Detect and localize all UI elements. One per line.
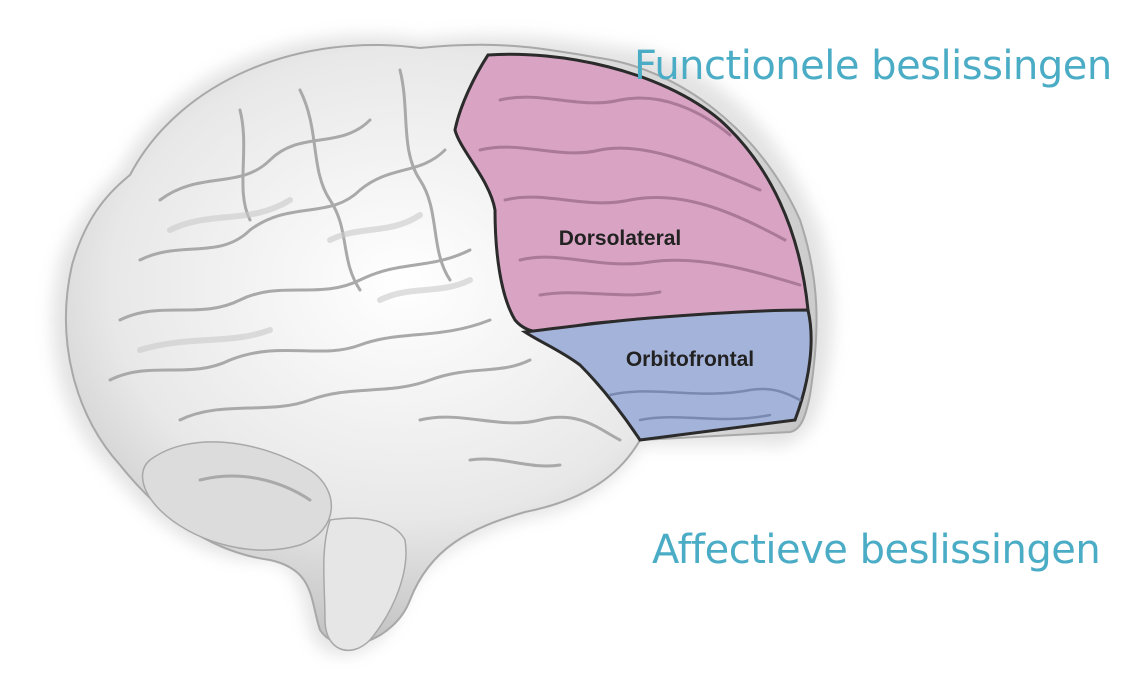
functional-decisions-caption: Functionele beslissingen <box>634 46 1112 86</box>
dorsolateral-label: Dorsolateral <box>559 227 682 250</box>
orbitofrontal-label: Orbitofrontal <box>626 348 754 371</box>
dorsolateral-region <box>455 54 808 332</box>
affective-decisions-caption: Affectieve beslissingen <box>652 530 1100 570</box>
brainstem <box>324 518 406 650</box>
